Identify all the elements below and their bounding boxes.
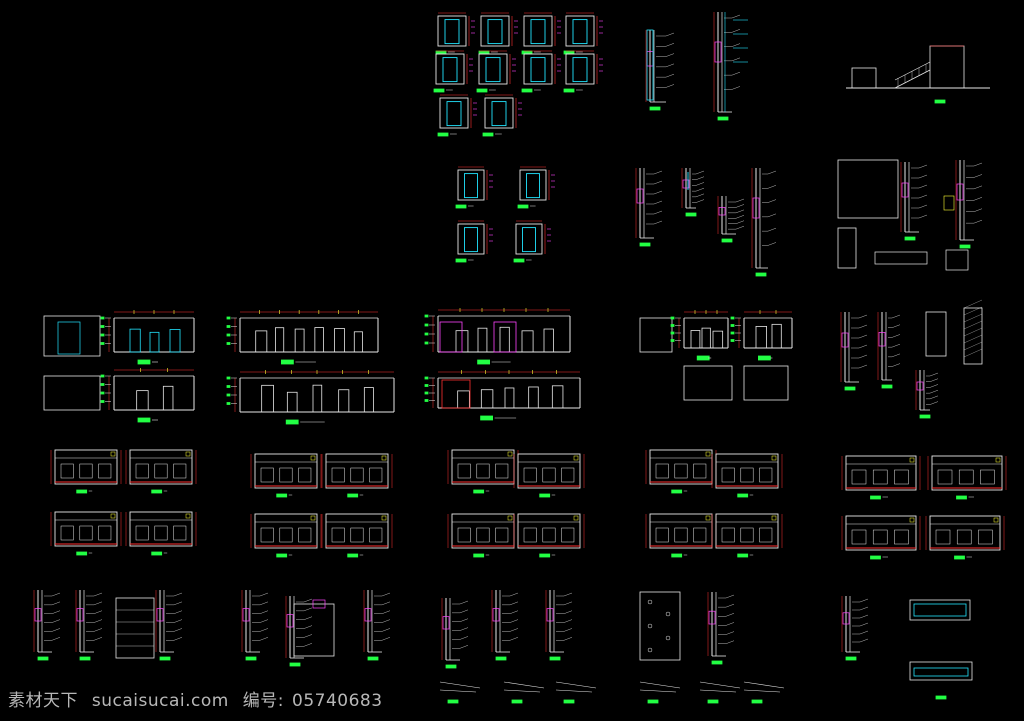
watermark-id-label: 编号: xyxy=(242,691,284,711)
node-details xyxy=(635,159,983,277)
wall-section-tall xyxy=(645,12,748,121)
watermark-site: 素材天下 xyxy=(8,691,78,711)
wall-elevations-row-2 xyxy=(50,449,1007,560)
watermark-domain: sucaisucai.com xyxy=(91,691,229,711)
stair-elevation xyxy=(846,45,990,104)
small-door-details xyxy=(455,166,555,263)
section-details-row-3 xyxy=(33,590,973,704)
wall-elevations-row-1 xyxy=(43,299,983,425)
watermark-id-value: 05740683 xyxy=(292,691,383,711)
door-details-group xyxy=(433,12,603,137)
watermark: 素材天下 sucaisucai.com 编号: 05740683 xyxy=(8,686,391,711)
